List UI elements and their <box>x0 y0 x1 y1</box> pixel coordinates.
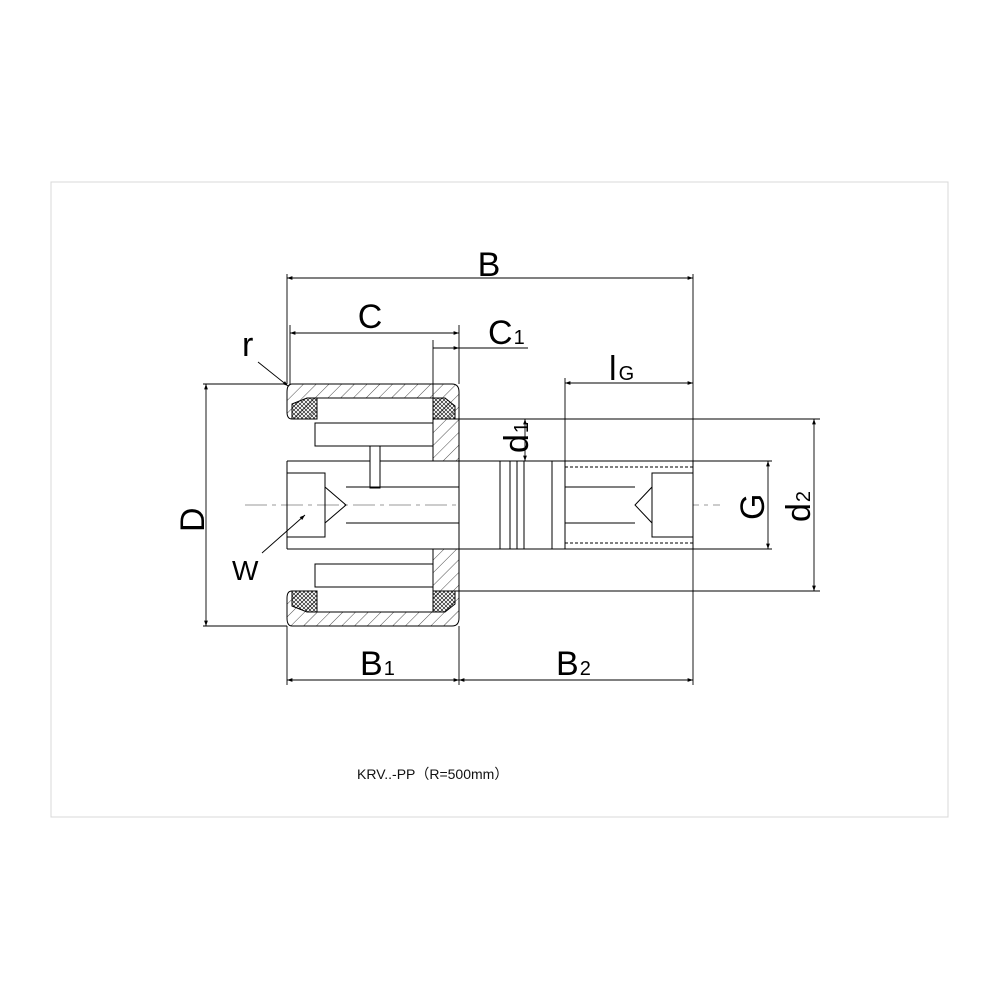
threaded-section <box>551 460 694 550</box>
dim-label-D: D <box>174 507 212 532</box>
drawing-frame <box>50 181 949 818</box>
seal-left-top <box>291 397 318 420</box>
dim-label-B: B <box>478 246 501 284</box>
outer-ring-bottom <box>286 590 460 627</box>
stud-flange-bottom <box>432 548 460 592</box>
seal-left-bottom <box>291 590 318 613</box>
outer-ring-top <box>286 383 460 420</box>
dim-label-C1: C1 <box>488 314 525 352</box>
cam-follower-section <box>245 383 720 627</box>
dimension-lines <box>203 274 820 685</box>
dim-label-B1: B1 <box>360 645 395 683</box>
needle-roller-bottom <box>314 563 434 588</box>
needle-roller-top <box>314 422 434 447</box>
hex-socket <box>287 472 347 538</box>
drawing-caption: KRV..-PP（R=500mm） <box>357 766 508 782</box>
seal-right-bottom <box>432 590 456 613</box>
seal-right-top <box>432 397 456 420</box>
dim-label-G: G <box>734 494 772 520</box>
dim-label-d1: d1 <box>498 422 536 453</box>
dim-label-W: W <box>232 555 259 586</box>
dim-label-B2: B2 <box>556 645 591 683</box>
dim-label-d2: d2 <box>780 491 818 522</box>
stud-groove-section <box>499 460 553 550</box>
lube-hole <box>369 445 381 489</box>
thread-end-socket <box>634 472 693 538</box>
stud-flange-top <box>432 418 460 462</box>
dim-label-C: C <box>358 298 383 336</box>
stud-shank <box>458 460 501 550</box>
dim-label-r: r <box>242 326 253 364</box>
